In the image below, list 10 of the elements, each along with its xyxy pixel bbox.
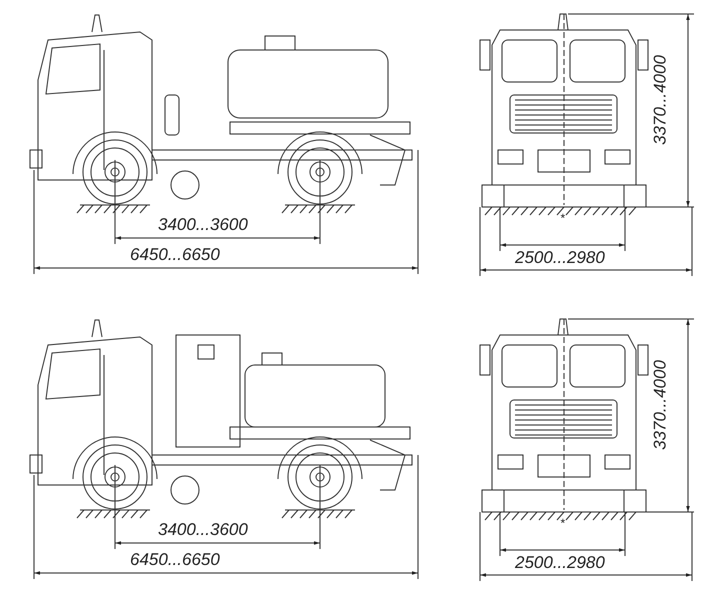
dimension-label: 3370...4000 [652, 55, 668, 145]
asterisk-mark: * [560, 212, 565, 224]
dimension-label: 6450...6650 [130, 246, 220, 263]
dimension-label: 2500...2980 [515, 249, 605, 266]
dimension-label: 2500...2980 [515, 554, 605, 571]
dimension-label: 3400...3600 [158, 216, 248, 233]
dimension-label: 6450...6650 [130, 551, 220, 568]
dimension-label: 3370...4000 [652, 360, 668, 450]
dimension-label: 3400...3600 [158, 521, 248, 538]
asterisk-mark: * [560, 517, 565, 529]
